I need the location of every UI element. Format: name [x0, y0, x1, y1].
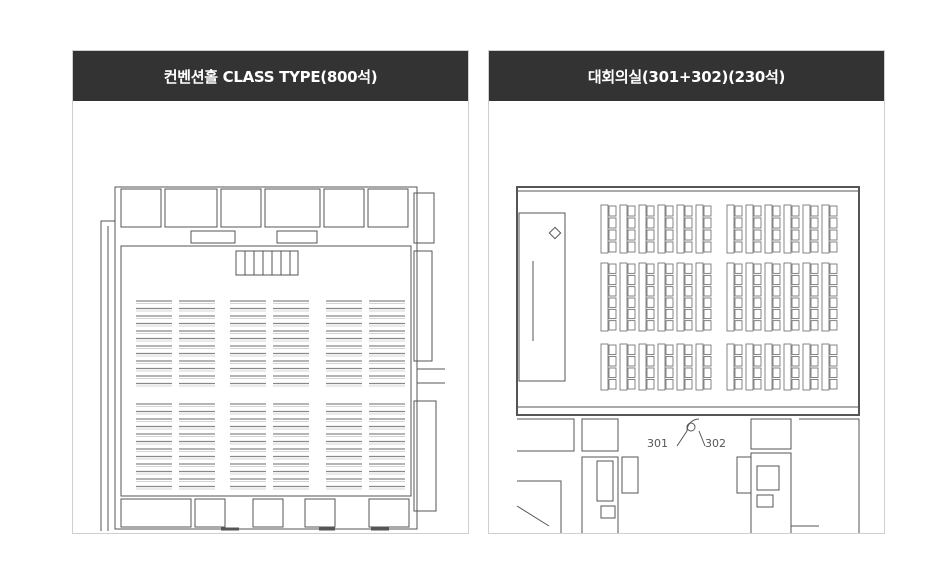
conference-room-panel: 대회의실(301+302)(230석) — [488, 50, 885, 534]
hall-seat-rows — [136, 300, 405, 490]
convention-hall-floor-plan — [100, 186, 445, 531]
conference-room-floor-plan: 301 302 — [516, 186, 860, 533]
hall-right-rooms — [413, 192, 445, 512]
room-doors — [676, 418, 706, 447]
hall-bottom-rooms — [120, 498, 410, 528]
room-seat-rows — [600, 204, 838, 391]
convention-hall-panel: 컨벤션홀 CLASS TYPE(800석) — [72, 50, 469, 534]
hall-inner-wall — [120, 245, 412, 497]
hall-top-rooms — [120, 188, 409, 244]
room-lower-left — [516, 418, 639, 533]
room-podium — [548, 226, 562, 240]
convention-hall-title: 컨벤션홀 CLASS TYPE(800석) — [73, 51, 468, 101]
room-outer-wall — [516, 186, 860, 416]
hall-left-corridor — [100, 220, 115, 531]
room-stage — [518, 212, 566, 382]
room-label-302: 302 — [705, 437, 726, 450]
hall-stage-stairs — [235, 250, 299, 276]
room-label-301: 301 — [647, 437, 668, 450]
conference-room-title: 대회의실(301+302)(230석) — [489, 51, 884, 101]
hall-outer-wall — [114, 186, 418, 530]
room-lower-right — [736, 418, 860, 533]
